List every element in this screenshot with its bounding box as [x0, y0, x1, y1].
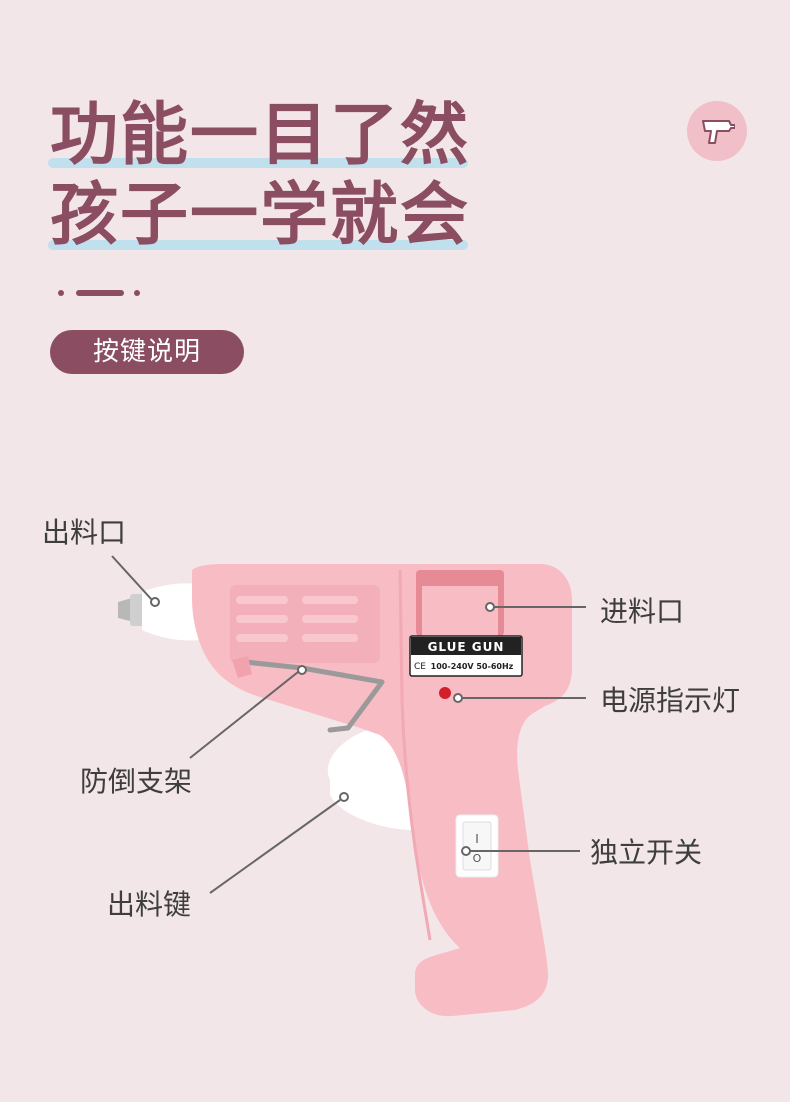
section-tag: 按键说明	[50, 330, 244, 374]
headline-highlight-1	[48, 158, 468, 168]
headline-highlight-2	[48, 240, 468, 250]
sticker-cert: CE	[414, 662, 426, 672]
callout-power-light: 电源指示灯	[600, 684, 741, 717]
headline-line-2: 孩子一学就会	[50, 176, 471, 255]
callout-switch: 独立开关	[590, 836, 703, 869]
power-indicator-light	[439, 687, 451, 699]
stand-wire	[242, 659, 385, 733]
sticker-spec: 100-240V 50-60Hz	[431, 662, 514, 671]
switch-off-mark: O	[473, 852, 482, 865]
switch-on-mark: I	[475, 832, 479, 846]
glue-gun-badge	[687, 101, 747, 161]
callout-stand: 防倒支架	[80, 765, 193, 798]
callout-trigger: 出料键	[107, 888, 192, 921]
nozzle-metal	[130, 594, 144, 626]
gun-body-shade	[398, 569, 432, 941]
gun-body	[192, 564, 572, 1017]
callout-outlet: 出料口	[42, 516, 127, 549]
callout-inlet: 进料口	[600, 595, 685, 628]
decorative-dash-divider	[58, 290, 148, 298]
headline-line-1: 功能一目了然	[50, 96, 471, 175]
glue-gun-icon	[702, 120, 735, 144]
sticker-brand: GLUE GUN	[428, 640, 505, 654]
